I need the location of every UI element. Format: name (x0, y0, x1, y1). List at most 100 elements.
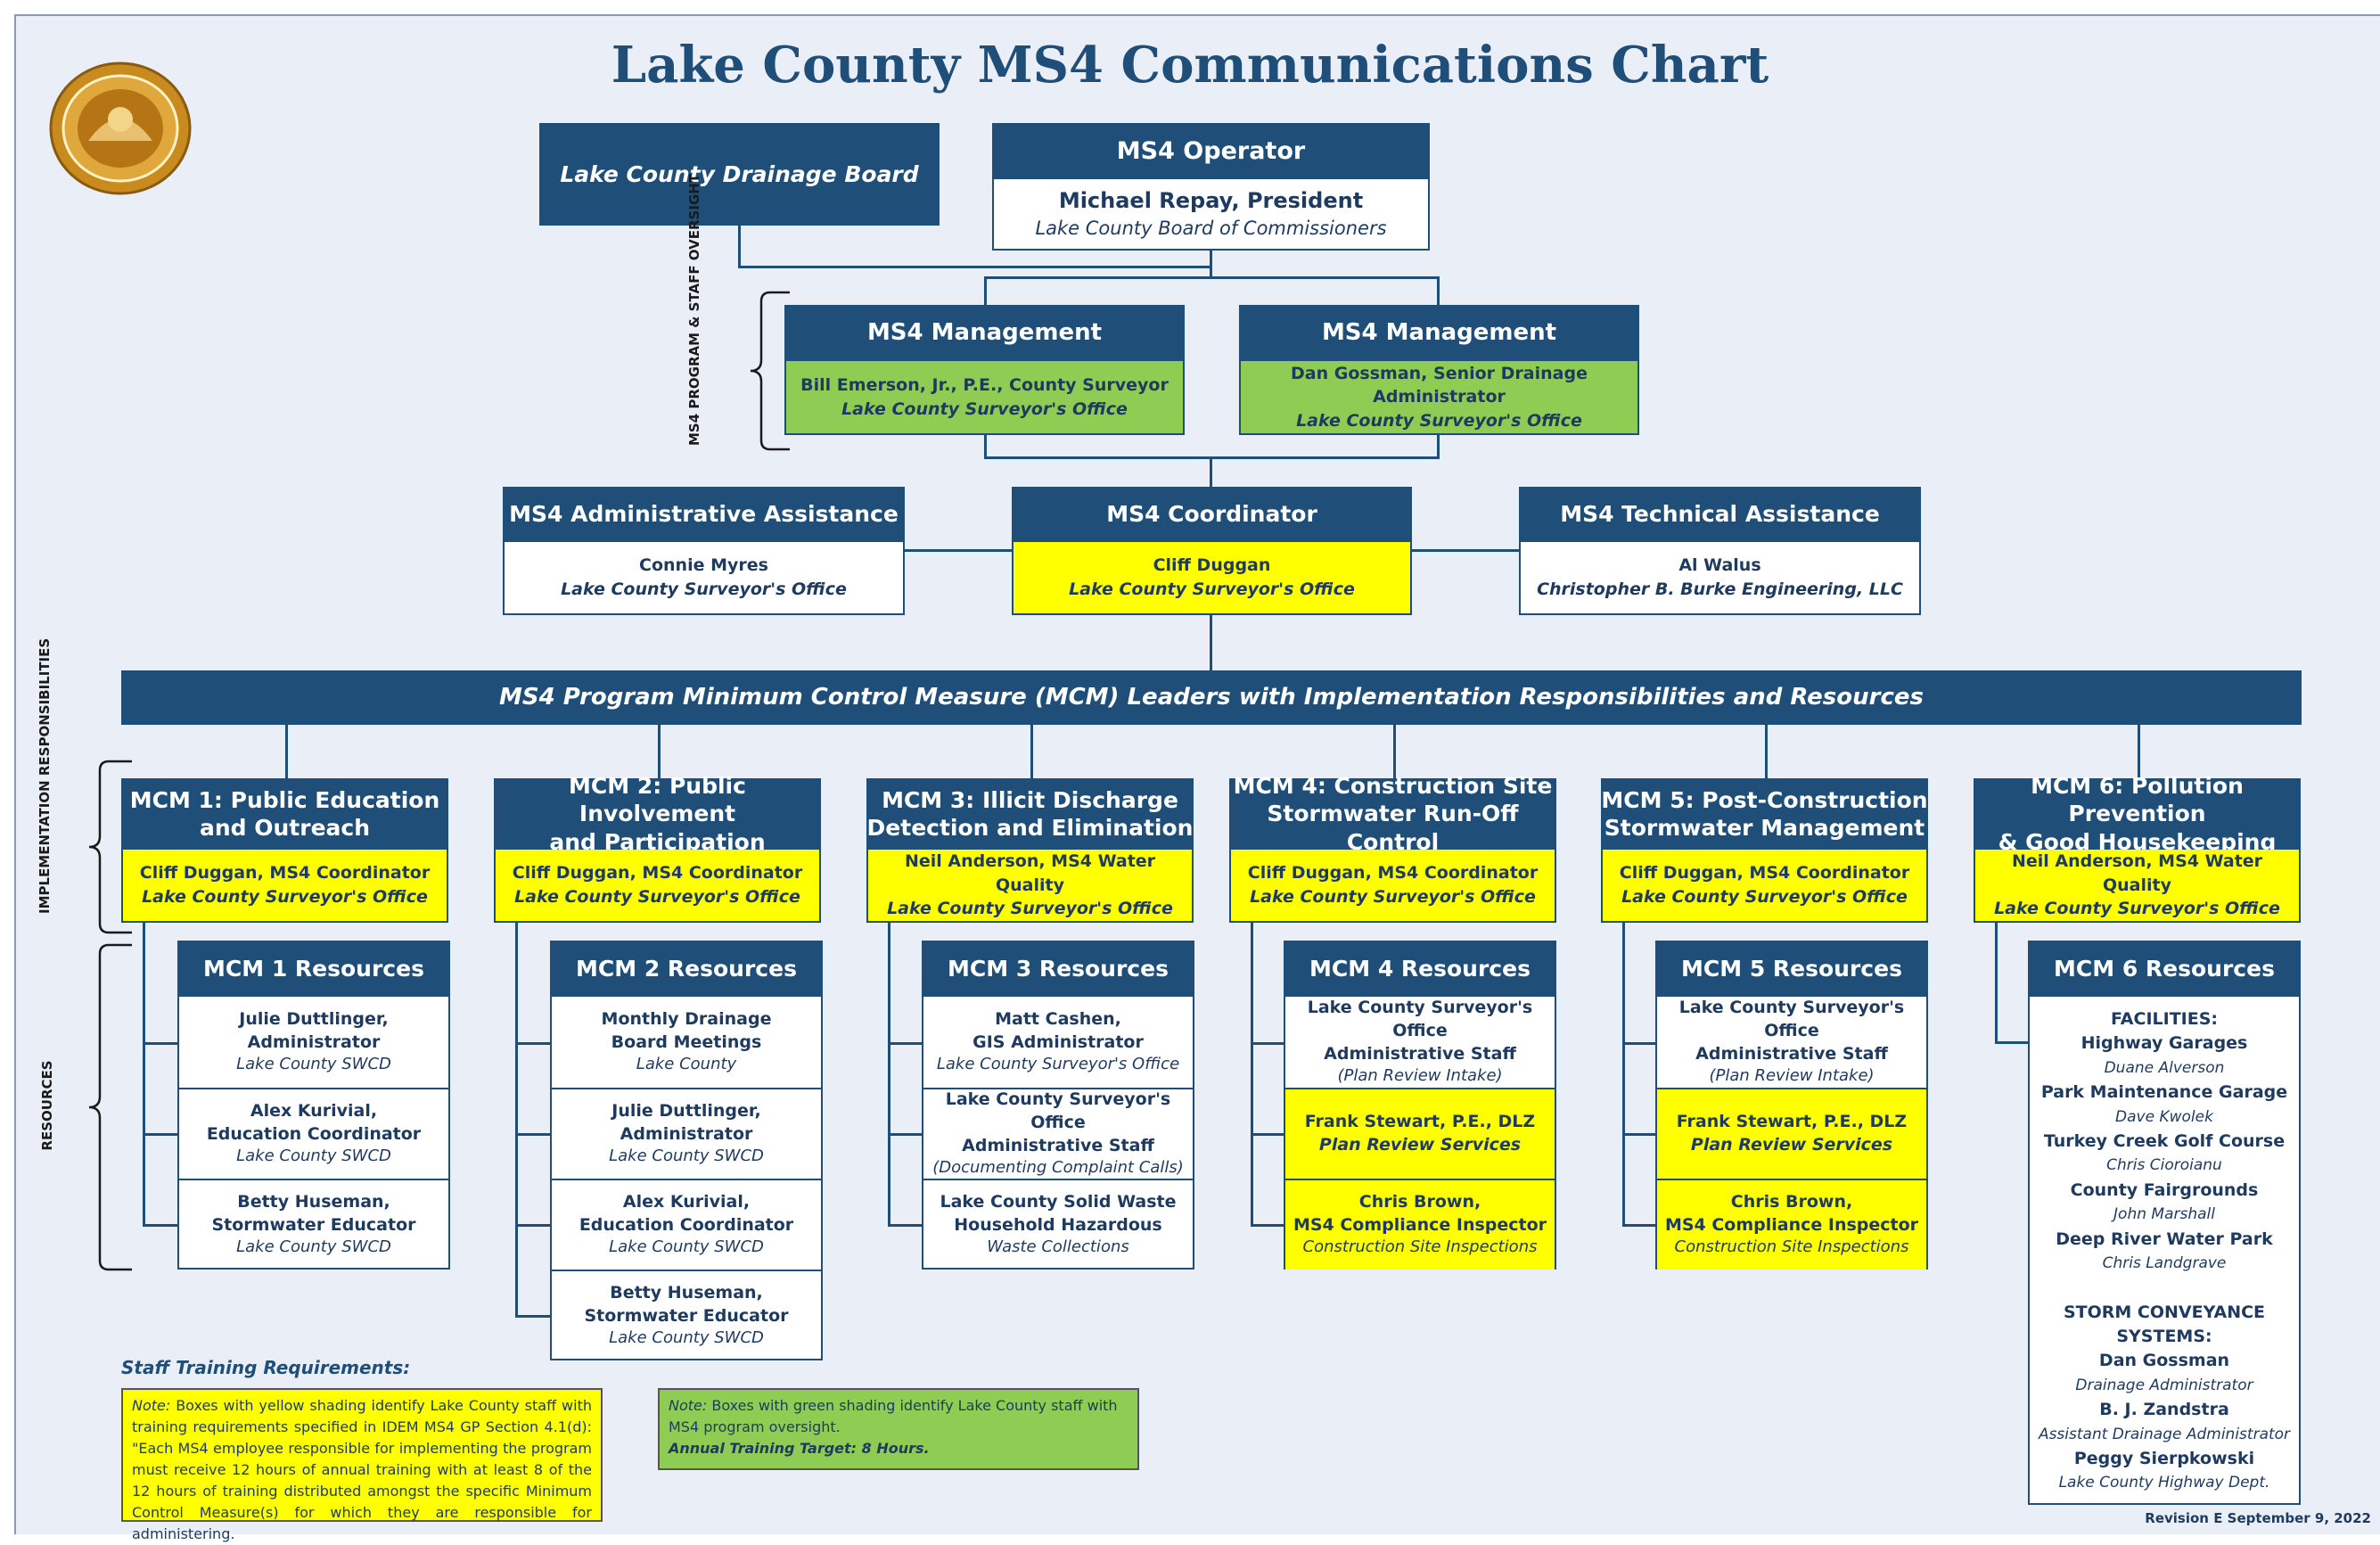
resources-bracket (73, 943, 134, 1271)
connector (903, 549, 1014, 552)
connector (2138, 725, 2140, 779)
resources-label: RESOURCES (39, 1060, 55, 1151)
connector (1765, 725, 1768, 779)
staff-training-note-label: Note: (132, 1397, 171, 1414)
management-2-name: Dan Gossman, Senior Drainage Administrat… (1291, 363, 1588, 407)
connector (1251, 1042, 1284, 1045)
connector (1622, 1042, 1655, 1045)
mcm6-resource-line-7: Chris Cioroianu (2106, 1156, 2222, 1175)
connector (1622, 923, 1625, 1227)
connector (1251, 923, 1253, 1227)
mcm-2-leader: Cliff Duggan, MS4 Coordinator (512, 863, 803, 883)
mcm-1-resource-3-line1: Betty Huseman, (237, 1192, 390, 1212)
mcm-4-resource-2-line2: Plan Review Services (1318, 1135, 1522, 1155)
mcm-1-resource-2-line2: Education Coordinator (206, 1123, 422, 1144)
mcm-1-resource-1-line3: Lake County SWCD (236, 1055, 391, 1074)
mcm-1-resources-header: MCM 1 Resources (177, 941, 450, 997)
connector (1995, 1041, 2028, 1044)
mcm-5-leader-org: Lake County Surveyor's Office (1621, 887, 1908, 907)
mcm-4-resource-1-line1: Lake County Surveyor's Office (1307, 998, 1533, 1041)
connector (1210, 456, 1212, 489)
mcm-3-resource-2-line2: Administrative Staff (962, 1135, 1154, 1155)
mcm-5-resource-3-line1: Chris Brown, (1730, 1192, 1853, 1212)
mcm-1-resource-2-line1: Alex Kurivial, (250, 1101, 378, 1122)
management-2-body: Dan Gossman, Senior Drainage Administrat… (1239, 361, 1639, 435)
connector (1251, 1224, 1284, 1227)
mcm-6-title-line1: MCM 6: Pollution Prevention (2031, 773, 2244, 827)
lake-county-seal-icon (48, 61, 193, 196)
connector (143, 1042, 177, 1045)
mcm-4-resources-header: MCM 4 Resources (1284, 941, 1556, 997)
mcm6-resource-line-8: County Fairgrounds (2070, 1179, 2259, 1200)
mcm-5-resource-1-line1: Lake County Surveyor's Office (1678, 998, 1905, 1041)
connector (1437, 435, 1440, 458)
mcm-2-resources-header: MCM 2 Resources (550, 941, 823, 997)
mcm6-resource-line-12 (2030, 1276, 2299, 1300)
mcm-2-resource-3-line3: Lake County SWCD (609, 1237, 764, 1257)
mcm-3-resource-2-line1: Lake County Surveyor's Office (945, 1089, 1171, 1133)
mcm-3-leader-org: Lake County Surveyor's Office (887, 899, 1173, 919)
mcm-1-resource-2-line3: Lake County SWCD (236, 1146, 391, 1166)
connector (984, 276, 1439, 279)
technical-name: Al Walus (1678, 555, 1761, 576)
operator-header-label: MS4 Operator (1116, 136, 1306, 165)
drainage-board-label: Lake County Drainage Board (560, 160, 919, 187)
connector (515, 1224, 550, 1227)
connector (1251, 1133, 1284, 1136)
mcm-4-resource-3-line1: Chris Brown, (1358, 1192, 1481, 1212)
operator-org: Lake County Board of Commissioners (1035, 218, 1387, 240)
admin-body: Connie Myres Lake County Surveyor's Offi… (503, 542, 905, 615)
connector (984, 276, 987, 305)
connector (888, 1042, 922, 1045)
mcm-3-resource-1-line2: GIS Administrator (973, 1031, 1144, 1052)
mcm-5-resource-2-line2: Plan Review Services (1690, 1135, 1893, 1155)
mcm-5-resource-3-line2: MS4 Compliance Inspector (1664, 1214, 1919, 1235)
connector (143, 1224, 177, 1227)
staff-training-note-text: Boxes with yellow shading identify Lake … (132, 1397, 592, 1542)
mcm-5-resource-3-line3: Construction Site Inspections (1674, 1237, 1909, 1257)
management-2-org: Lake County Surveyor's Office (1296, 410, 1582, 431)
mcm-2-resources-title: MCM 2 Resources (576, 955, 797, 982)
mcm-1-resource-1-line2: Administrator (247, 1031, 381, 1052)
connector (738, 226, 741, 267)
coordinator-name: Cliff Duggan (1153, 555, 1271, 576)
mcm-1-leader-org: Lake County Surveyor's Office (142, 887, 428, 907)
mcm-3-title-line1: MCM 3: Illicit Discharge (882, 786, 1178, 813)
connector (515, 1042, 550, 1045)
mcm-1-title-line2: and Outreach (199, 815, 371, 841)
mcm-5-resources-header: MCM 5 Resources (1655, 941, 1928, 997)
connector (658, 725, 661, 779)
connector (515, 1133, 550, 1136)
mcm-5-resources-title: MCM 5 Resources (1681, 955, 1902, 982)
mcm-5-resource-1-line3: (Plan Review Intake) (1709, 1066, 1875, 1086)
mcm-2-title-line1: MCM 2: Public Involvement (569, 773, 746, 827)
drainage-board-box: Lake County Drainage Board (539, 123, 940, 226)
mcm-3-resources-header: MCM 3 Resources (922, 941, 1194, 997)
oversight-bracket (736, 291, 792, 451)
mcm-4-title-line2: Stormwater Run-Off Control (1267, 801, 1519, 855)
mcm-2-resource-3-line2: Education Coordinator (579, 1214, 794, 1235)
connector (1210, 613, 1212, 670)
mcm6-resource-line-18: Assistant Drainage Administrator (2038, 1425, 2291, 1443)
connector (515, 923, 518, 1318)
mcm-2-resource-2-line3: Lake County SWCD (609, 1146, 764, 1166)
mcm-1-title-line1: MCM 1: Public Education (129, 786, 440, 813)
connector (984, 435, 987, 458)
connector (285, 725, 288, 779)
connector (1622, 1133, 1655, 1136)
